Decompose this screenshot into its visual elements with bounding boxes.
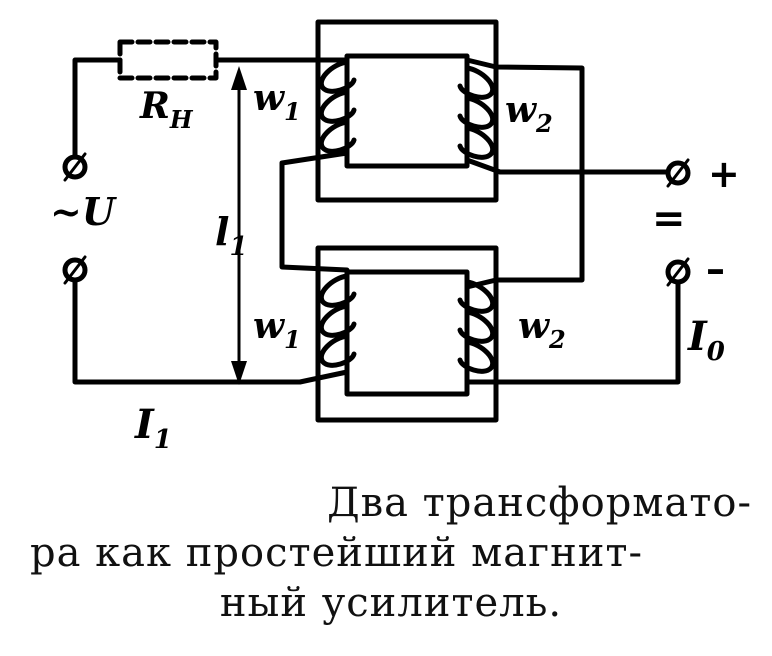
plus-sign: + xyxy=(708,152,740,196)
terminal-u-bottom xyxy=(62,255,88,285)
wire-top-left xyxy=(72,57,123,158)
top-transformer-core-outer xyxy=(315,19,499,203)
dc-sign: = xyxy=(652,196,686,242)
bottom-transformer-core-window xyxy=(344,269,470,397)
winding-w2-bottom-label: w2 xyxy=(518,305,566,354)
control-inductance-label: l1 xyxy=(215,209,248,262)
wire-bottom-left xyxy=(72,277,350,385)
caption-line-3: ный усилитель. xyxy=(219,580,563,626)
magnetic-amplifier-diagram: RH ~U l1 w1 w2 w1 w2 I1 I0 + = – xyxy=(50,19,740,455)
l1-arrow-head-up xyxy=(231,66,247,90)
figure-caption: Два трансформато- ра как простейший магн… xyxy=(30,478,752,628)
wire-w1-series-link xyxy=(279,150,350,273)
bottom-transformer-core-outer xyxy=(315,245,499,423)
caption-line-2: ра как простейший магнит- xyxy=(30,530,644,576)
coil-w2-top xyxy=(457,65,496,160)
minus-sign: – xyxy=(706,247,725,291)
top-transformer-core-window xyxy=(344,53,470,169)
wire-to-plus-terminal xyxy=(464,157,671,175)
load-current-label: I1 xyxy=(134,401,172,455)
wire-to-minus-terminal xyxy=(464,281,681,385)
winding-w1-top-label: w1 xyxy=(253,77,301,126)
terminal-u-top xyxy=(62,152,88,182)
winding-w2-top-label: w2 xyxy=(505,89,553,138)
terminal-plus xyxy=(665,158,691,188)
supply-voltage-label: ~U xyxy=(50,189,118,234)
winding-w1-bottom-label: w1 xyxy=(253,305,301,354)
control-current-label: I0 xyxy=(687,313,725,367)
l1-arrow-head-down xyxy=(231,361,247,385)
coil-w2-bottom xyxy=(457,279,496,374)
load-resistor xyxy=(117,39,219,81)
load-resistor-label: RH xyxy=(139,85,194,134)
coil-w1-bottom xyxy=(318,273,357,368)
caption-line-1: Два трансформато- xyxy=(327,480,752,526)
coil-w1-top xyxy=(318,59,357,154)
terminal-minus xyxy=(665,257,691,287)
